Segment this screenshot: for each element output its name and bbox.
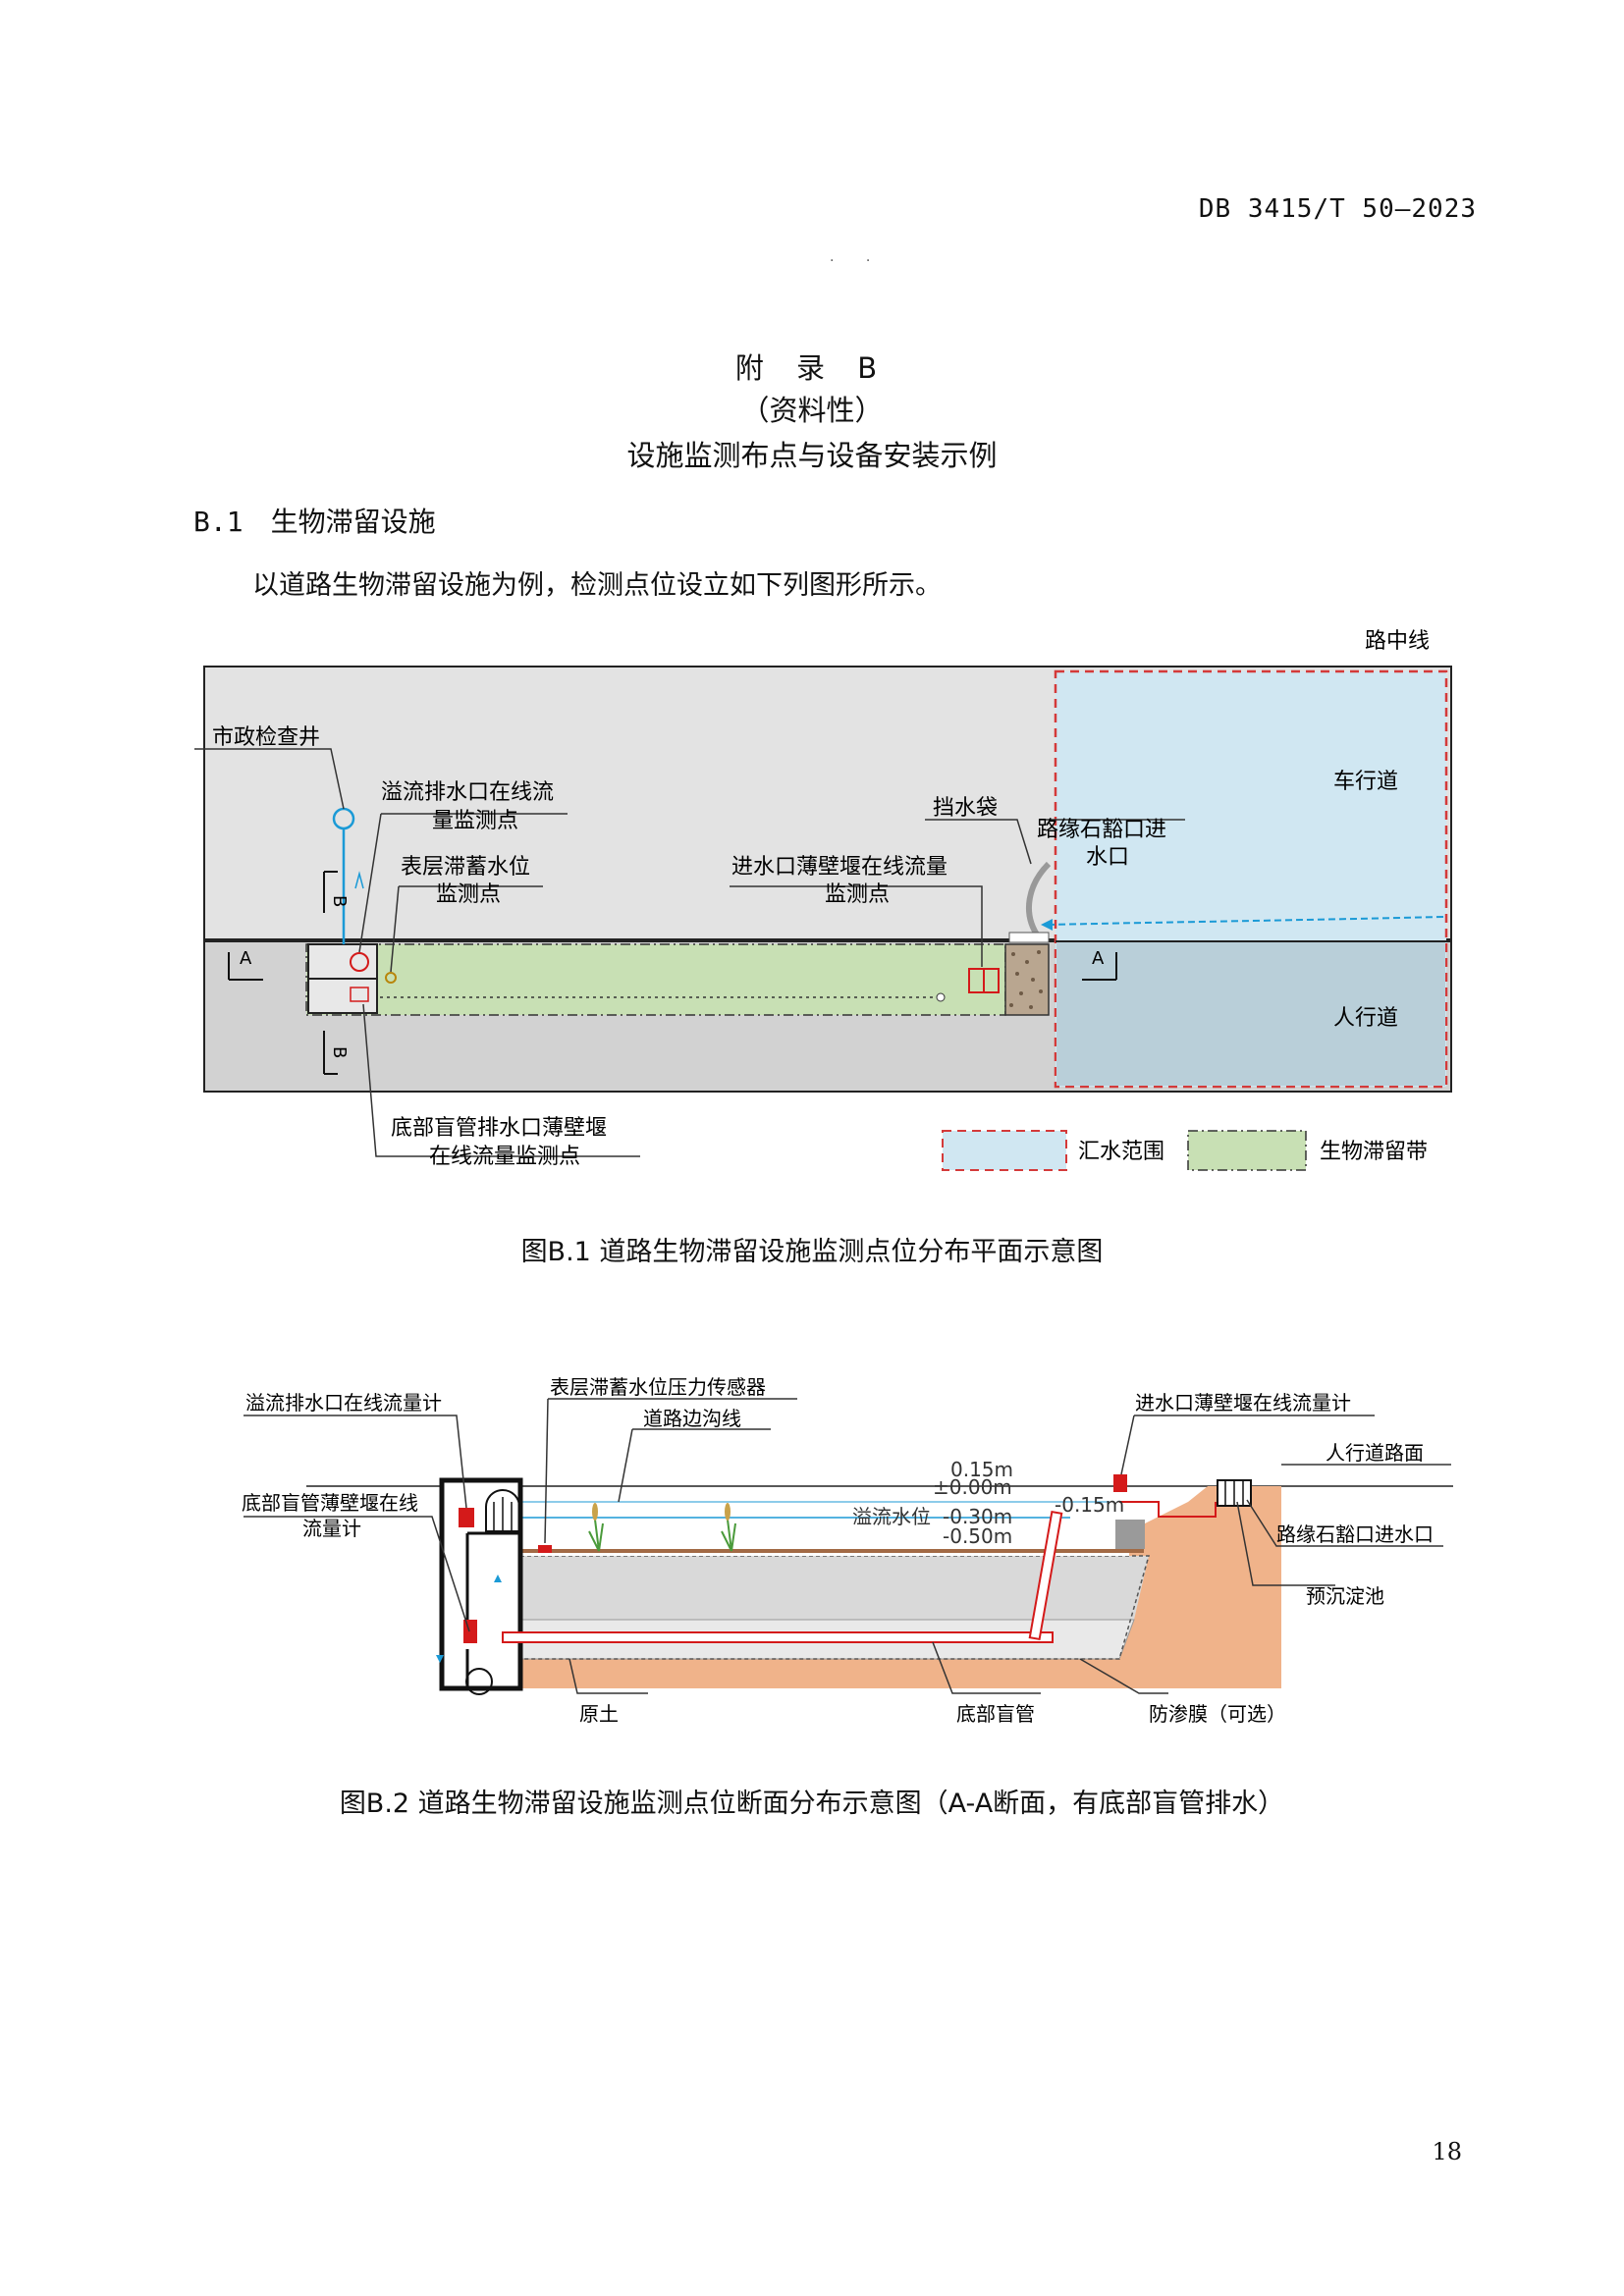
sidewalk-label: 人行道 — [1333, 1006, 1398, 1031]
section-a-right: A — [1092, 948, 1105, 969]
appendix-label: 附 录 B — [734, 351, 890, 385]
overflow-flow-meter — [459, 1508, 474, 1527]
level-m030: -0.30m — [943, 1505, 1012, 1528]
underdrain-meter-label-line1: 底部盲管薄壁堰在线 — [242, 1491, 418, 1515]
bioretention-strip — [305, 943, 1006, 1016]
level-000: ±0.00m — [933, 1475, 1012, 1499]
water-bag-label: 挡水袋 — [933, 796, 998, 821]
legend-bio-swatch — [1187, 1130, 1307, 1171]
appendix-nature: （资料性） — [740, 394, 884, 427]
plant-icons — [588, 1519, 736, 1552]
underdrain-weir-flow-meter — [463, 1620, 477, 1643]
curb-inlet-notch — [1008, 932, 1050, 943]
figure-b2-caption: 图B.2 道路生物滞留设施监测点位断面分布示意图（A-A断面，有底部盲管排水） — [339, 1789, 1285, 1819]
plan-outline — [203, 666, 1452, 1093]
document-code: DB 3415/T 50—2023 — [1198, 194, 1477, 224]
media-layer — [520, 1556, 1149, 1620]
legend-bio-label: 生物滞留带 — [1320, 1140, 1428, 1164]
underdrain-label: 底部盲管 — [956, 1702, 1035, 1726]
overflow-label-line1: 溢流排水口在线流 — [381, 780, 554, 805]
figure-b1-caption: 图B.1 道路生物滞留设施监测点位分布平面示意图 — [520, 1237, 1104, 1267]
overflow-meter-label: 溢流排水口在线流量计 — [245, 1391, 442, 1415]
outlet-pipe — [465, 1668, 493, 1695]
underdrain-weir-label-line1: 底部盲管排水口薄壁堰 — [391, 1116, 607, 1141]
liner-line — [520, 1555, 1150, 1660]
inlet-weir-flow-meter — [1113, 1474, 1127, 1492]
surface-level-monitor-point — [385, 972, 397, 984]
overflow-label-line2: 量监测点 — [432, 809, 518, 833]
inlet-weir-label-line2: 监测点 — [825, 882, 890, 907]
carriageway-label: 车行道 — [1333, 770, 1398, 794]
section-a-left: A — [240, 948, 252, 969]
page-number: 18 — [1432, 2138, 1462, 2165]
water-bag — [1025, 861, 1052, 939]
curb-inlet-label-line2: 水口 — [1086, 845, 1129, 870]
inlet-weir-label-line1: 进水口薄壁堰在线流量 — [731, 855, 947, 880]
header-dots: · · — [830, 253, 885, 269]
sidewalk-surface-label: 人行道路面 — [1326, 1441, 1424, 1465]
section-heading: B.1 生物滞留设施 — [193, 501, 436, 540]
road-centerline-label: 路中线 — [1365, 629, 1430, 654]
section-number: B.1 — [193, 506, 244, 538]
underdrain-weir-label-line2: 在线流量监测点 — [429, 1145, 580, 1169]
surface-level-label-line2: 监测点 — [436, 882, 501, 907]
inlet-meter-label: 进水口薄壁堰在线流量计 — [1135, 1391, 1351, 1415]
runoff-flow-arrow — [1050, 916, 1444, 926]
curb-inlet-label-line1: 路缘石豁口进 — [1037, 818, 1166, 842]
surface-pressure-sensor — [538, 1545, 552, 1553]
underdrain-meter-label-line2: 流量计 — [302, 1517, 361, 1540]
liner-label: 防渗膜（可选） — [1149, 1702, 1286, 1726]
level-m015: -0.15m — [1055, 1493, 1124, 1517]
section-b-top: B — [329, 895, 350, 907]
level-015: 0.15m — [950, 1458, 1013, 1481]
overflow-monitor-point — [350, 952, 369, 972]
inlet-weir-base — [1115, 1520, 1145, 1549]
underdrain-pipe — [502, 1631, 1054, 1643]
overflow-level-label: 溢流水位 — [852, 1505, 931, 1528]
gutter-line-label: 道路边沟线 — [643, 1407, 741, 1430]
figure-b1-plan-diagram: 路中线 车行道 人行道 B B A A — [194, 629, 1452, 1171]
manhole-label: 市政检查井 — [212, 725, 320, 750]
section-title: 生物滞留设施 — [270, 506, 436, 538]
figure-b2-section-diagram: 0.15m ±0.00m 溢流水位 -0.30m -0.50m -0.15m 溢… — [242, 1375, 1453, 1726]
presed-pond-label: 预沉淀池 — [1306, 1584, 1384, 1608]
surface-sensor-label: 表层滞蓄水位压力传感器 — [550, 1375, 766, 1399]
legend-catchment-label: 汇水范围 — [1078, 1140, 1164, 1164]
appendix-title: 设施监测布点与设备安装示例 — [626, 439, 998, 472]
legend-catchment-swatch — [942, 1130, 1067, 1171]
catchment-sidewalk-shade — [1056, 942, 1445, 1086]
inlet-channel — [1119, 1501, 1217, 1518]
overflow-grate — [485, 1489, 520, 1532]
native-soil-label: 原土 — [579, 1702, 619, 1726]
intro-paragraph: 以道路生物滞留设施为例，检测点位设立如下列图形所示。 — [252, 570, 942, 601]
level-m050: -0.50m — [943, 1524, 1012, 1548]
curb-inlet-label: 路缘石豁口进水口 — [1276, 1522, 1434, 1546]
overflow-chamber — [439, 1477, 523, 1691]
section-b-bottom: B — [329, 1046, 350, 1058]
pretreatment-pit — [1004, 943, 1050, 1016]
surface-level-label-line1: 表层滞蓄水位 — [401, 855, 530, 880]
underdrain-weir-monitor-point — [350, 987, 369, 1002]
observation-pipe — [1028, 1510, 1063, 1641]
